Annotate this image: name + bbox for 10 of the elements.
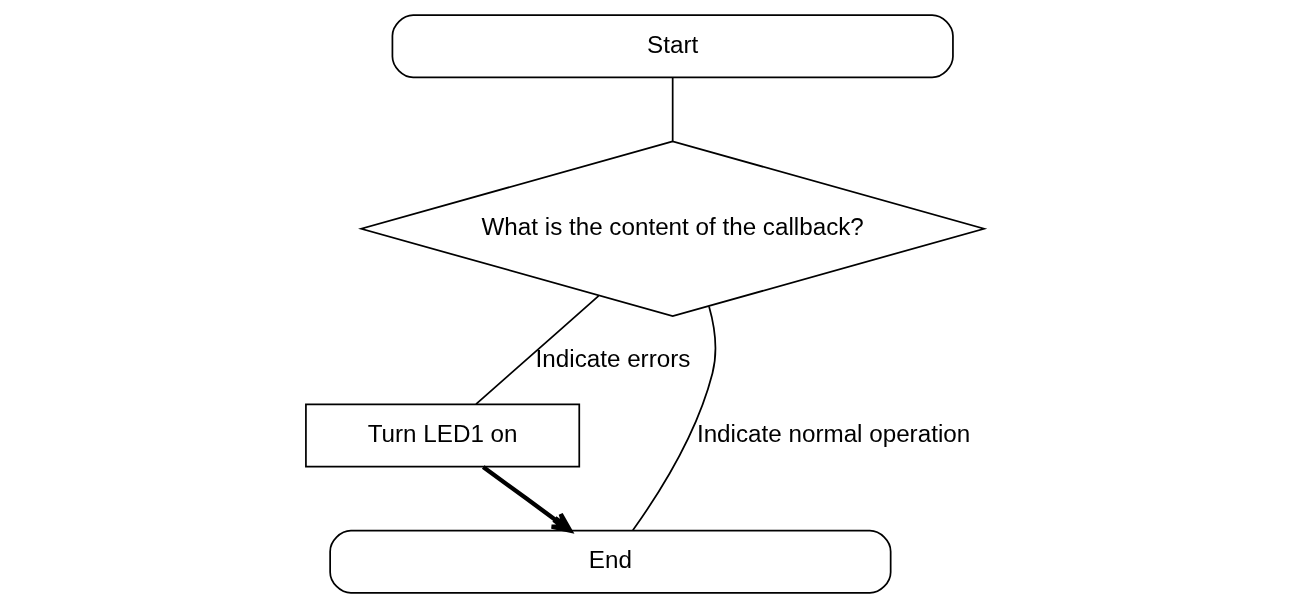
edge-label: Indicate errors bbox=[535, 344, 691, 372]
edge-label: Indicate normal operation bbox=[696, 419, 971, 447]
arrow bbox=[481, 465, 573, 533]
node-box: End bbox=[329, 529, 892, 594]
connector bbox=[631, 305, 717, 532]
connector bbox=[671, 76, 674, 142]
connector bbox=[475, 295, 600, 406]
node-diamond: What is the content of the callback? bbox=[358, 140, 988, 317]
node-box: Turn LED1 on bbox=[305, 403, 581, 468]
node-box: Start bbox=[391, 14, 954, 79]
